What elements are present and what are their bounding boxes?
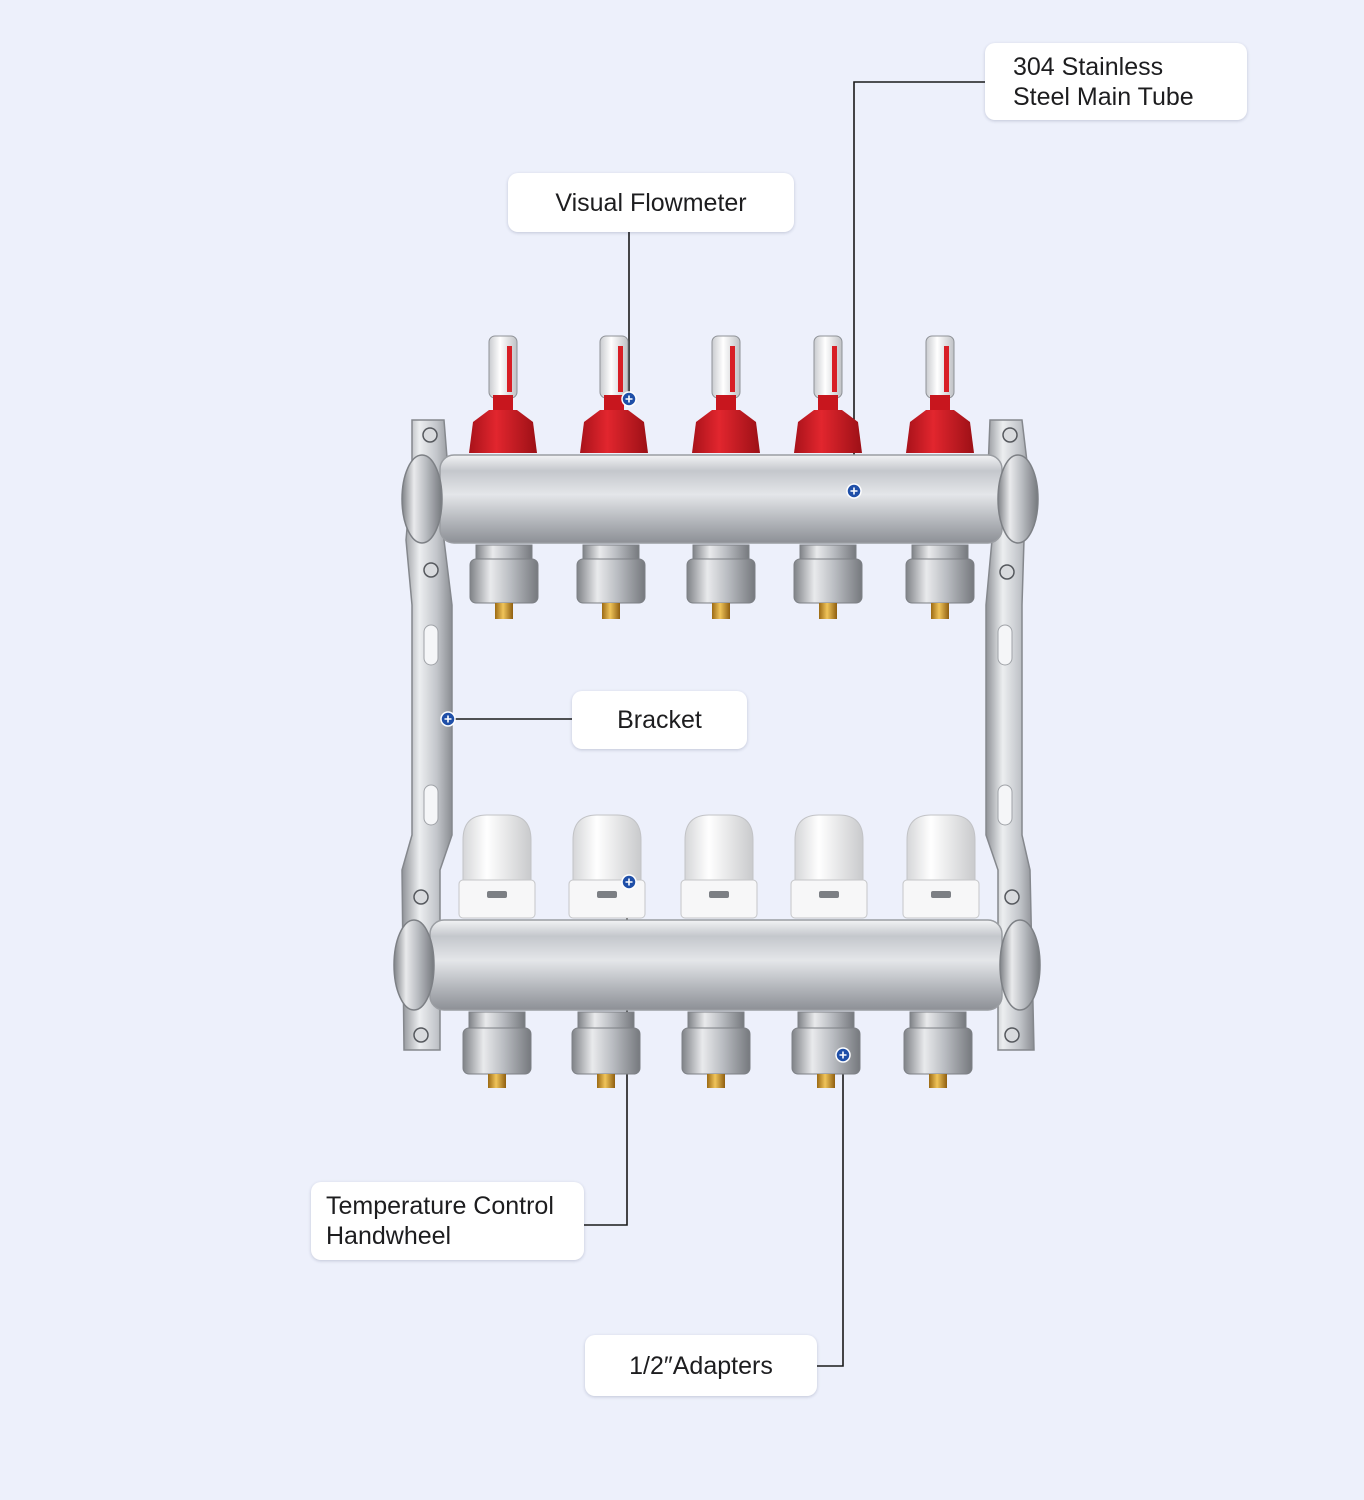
- handwheel-icon: [458, 814, 536, 919]
- callout-adapters-text: 1/2″Adapters: [629, 1351, 773, 1380]
- marker-icon: [621, 391, 637, 407]
- screw-icon: [1004, 1027, 1020, 1043]
- callout-flowmeter: Visual Flowmeter: [508, 173, 794, 232]
- handwheel-icon: [568, 814, 646, 919]
- flowmeters: [469, 335, 974, 453]
- handwheel-icon: [790, 814, 868, 919]
- screw-icon: [1002, 427, 1018, 443]
- callout-handwheel-line-2: Handwheel: [326, 1222, 452, 1250]
- top-adapters: [469, 544, 975, 619]
- marker-icon: [835, 1047, 851, 1063]
- screw-icon: [999, 564, 1015, 580]
- handwheels: [458, 814, 980, 919]
- callout-flowmeter-text: Visual Flowmeter: [555, 188, 747, 217]
- bottom-adapters: [462, 1011, 973, 1088]
- callout-adapters: 1/2″Adapters: [585, 1335, 817, 1396]
- screw-icon: [413, 889, 429, 905]
- callout-bracket-text: Bracket: [617, 706, 702, 734]
- callout-main-tube-line-2: Steel Main Tube: [1013, 82, 1194, 111]
- main-tube-top: [401, 454, 1039, 544]
- screw-icon: [1004, 889, 1020, 905]
- leader-line-adapters: [817, 1055, 844, 1367]
- adapter-icon: [576, 544, 646, 619]
- marker-icon: [440, 711, 456, 727]
- bracket-screws: [413, 427, 1020, 1043]
- callout-bracket: Bracket: [572, 691, 747, 749]
- screw-icon: [423, 562, 439, 578]
- flowmeter-icon: [794, 335, 862, 453]
- adapter-icon: [793, 544, 863, 619]
- screw-icon: [413, 1027, 429, 1043]
- adapter-icon: [571, 1011, 641, 1088]
- markers: [440, 391, 862, 1063]
- adapter-icon: [469, 544, 539, 619]
- marker-icon: [621, 874, 637, 890]
- adapter-icon: [686, 544, 756, 619]
- callout-handwheel-line-1: Temperature Control: [326, 1192, 554, 1220]
- adapter-icon: [905, 544, 975, 619]
- callout-handwheel: Temperature Control Handwheel: [311, 1182, 584, 1260]
- adapter-icon: [681, 1011, 751, 1088]
- main-tube-bottom: [393, 919, 1041, 1011]
- flowmeter-icon: [580, 335, 648, 453]
- flowmeter-icon: [469, 335, 537, 453]
- adapter-icon: [791, 1011, 861, 1088]
- adapter-icon: [903, 1011, 973, 1088]
- flowmeter-icon: [692, 335, 760, 453]
- bracket-right: [985, 419, 1035, 1051]
- handwheel-icon: [902, 814, 980, 919]
- callout-main-tube-line-1: 304 Stainless: [1013, 52, 1164, 81]
- leader-line-main-tube: [853, 81, 985, 491]
- adapter-icon: [462, 1011, 532, 1088]
- screw-icon: [422, 427, 438, 443]
- marker-icon: [846, 483, 862, 499]
- flowmeter-icon: [906, 335, 974, 453]
- callout-main-tube: 304 Stainless Steel Main Tube: [985, 43, 1247, 120]
- handwheel-icon: [680, 814, 758, 919]
- bracket-left: [401, 419, 453, 1051]
